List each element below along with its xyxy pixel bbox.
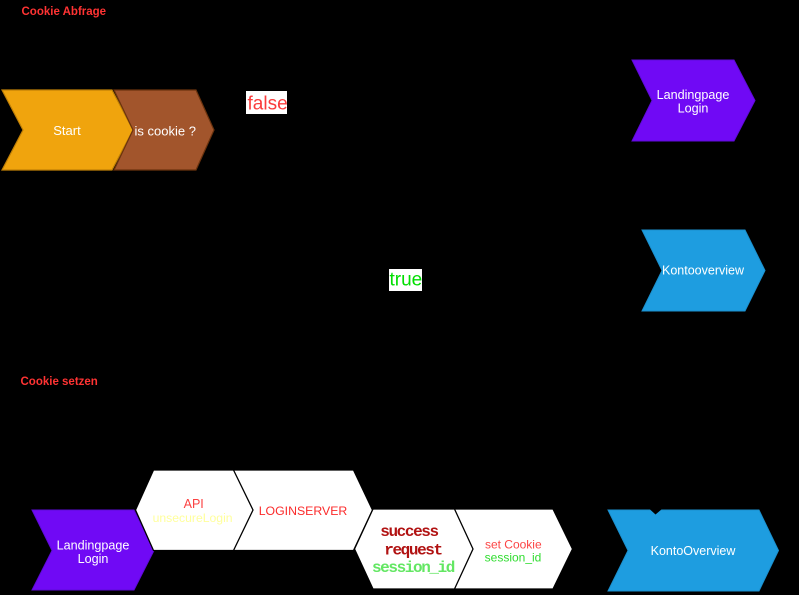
svg-text:unsecureLogin: unsecureLogin bbox=[153, 511, 233, 525]
svg-text:Login: Login bbox=[78, 552, 109, 566]
svg-text:LOGINSERVER: LOGINSERVER bbox=[259, 504, 348, 518]
svg-text:Login: Login bbox=[678, 102, 709, 116]
svg-text:Cookie Abfrage: Cookie Abfrage bbox=[22, 6, 107, 18]
svg-text:Landingpage: Landingpage bbox=[657, 88, 730, 102]
svg-text:Cookie setzen: Cookie setzen bbox=[21, 376, 98, 388]
svg-text:API: API bbox=[184, 497, 204, 511]
svg-text:session_id: session_id bbox=[485, 551, 542, 565]
svg-text:Start: Start bbox=[53, 123, 81, 138]
svg-text:Kontooverview: Kontooverview bbox=[662, 264, 745, 278]
svg-text:session_id: session_id bbox=[372, 559, 455, 577]
svg-text:true: true bbox=[390, 270, 423, 291]
svg-text:is cookie ?: is cookie ? bbox=[135, 124, 196, 139]
svg-text:false: false bbox=[248, 94, 288, 115]
svg-text:KontoOverview: KontoOverview bbox=[651, 544, 737, 558]
svg-text:success: success bbox=[380, 523, 438, 541]
svg-text:set Cookie: set Cookie bbox=[485, 538, 542, 552]
svg-text:request: request bbox=[384, 541, 442, 559]
svg-text:Landingpage: Landingpage bbox=[57, 539, 130, 553]
